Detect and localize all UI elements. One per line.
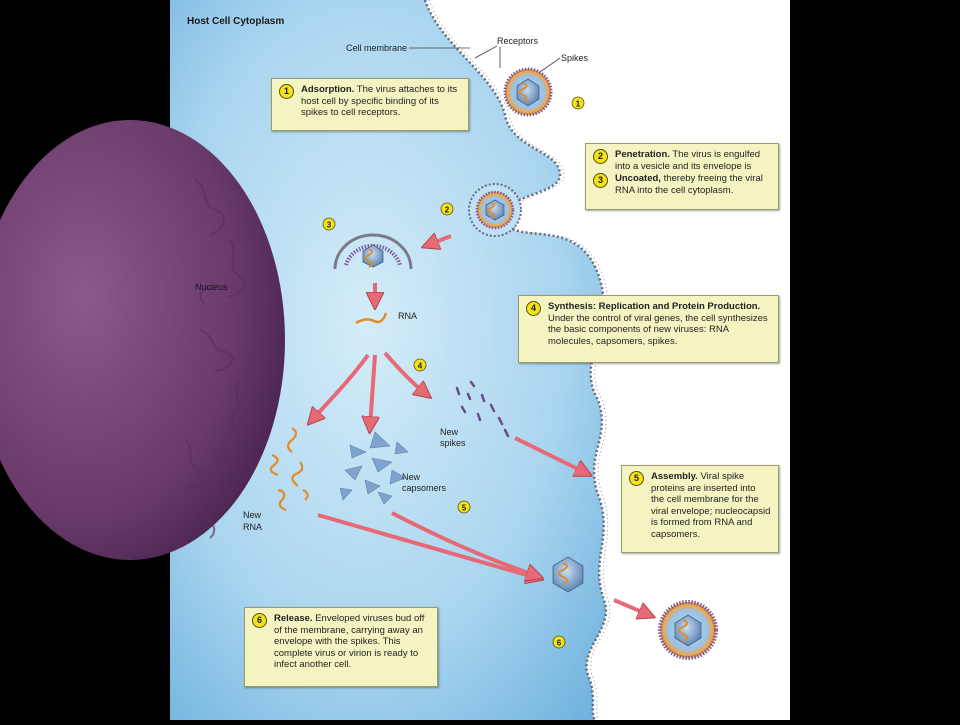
new-spikes xyxy=(455,380,510,438)
marker-1-outside-text: 1 xyxy=(576,100,581,109)
step-assembly-box: 5 Assembly. Viral spike proteins are inse… xyxy=(621,465,779,553)
marker-4-text: 4 xyxy=(418,362,423,371)
step-heading: Uncoated, xyxy=(615,173,661,184)
spikes-label: Spikes xyxy=(561,53,589,63)
nucleocapsid-assembling xyxy=(552,556,584,593)
nucleus-texture xyxy=(184,179,257,539)
arrow-release xyxy=(613,598,649,615)
nucleus xyxy=(0,120,285,560)
step-adsorption-box: 1 Adsorption. The virus attaches to its h… xyxy=(271,78,469,131)
spikes-leader xyxy=(539,57,561,73)
step-release-box: 6 Release. Enveloped viruses bud off of t… xyxy=(244,607,438,687)
marker-5-text: 5 xyxy=(462,504,467,513)
marker-6 xyxy=(552,635,566,649)
step-number: 6 xyxy=(252,613,267,628)
new-spikes-label-line1: New xyxy=(440,427,459,437)
rna-label: RNA xyxy=(398,311,417,321)
step-heading: Adsorption. xyxy=(301,84,355,95)
new-capsomers-label-line2: capsomers xyxy=(402,483,447,493)
virus-penetrating xyxy=(468,183,522,237)
arrow-to-new-capsomers xyxy=(370,354,375,427)
marker-5 xyxy=(457,500,471,514)
arrow-to-new-rna xyxy=(312,353,370,420)
cytoplasm xyxy=(170,0,606,720)
step-heading: Release. xyxy=(274,613,313,624)
step-text: The virus attaches to its host cell by s… xyxy=(301,84,458,118)
arrow-penetration-to-uncoating xyxy=(428,236,452,245)
marker-6-text: 6 xyxy=(557,639,562,648)
marker-3-text: 3 xyxy=(327,221,332,230)
receptors-leader-1 xyxy=(474,45,498,59)
step-synthesis-box: 4 Synthesis: Replication and Protein Prod… xyxy=(518,295,779,363)
virus-adsorbing xyxy=(503,67,553,117)
marker-2-text: 2 xyxy=(445,206,450,215)
new-capsomers xyxy=(339,431,409,505)
virus-uncoating xyxy=(333,233,413,270)
arrow-rna-to-assembly xyxy=(317,513,537,578)
released-virion xyxy=(658,600,718,660)
new-spikes-label-line2: spikes xyxy=(440,438,466,448)
nucleus-label: Nucleus xyxy=(195,282,228,292)
step-number: 5 xyxy=(629,471,644,486)
step-text: Viral spike proteins are inserted into t… xyxy=(651,471,771,540)
arrow-to-new-spikes xyxy=(383,351,426,394)
step-number: 2 xyxy=(593,149,608,164)
step-text: Enveloped viruses bud off of the membran… xyxy=(274,613,425,670)
diagram-title: Host Cell Cytoplasm xyxy=(187,16,284,27)
step-penetration-box: 2 Penetration. The virus is engulfed into… xyxy=(585,143,779,210)
receptors-label: Receptors xyxy=(497,36,539,46)
marker-2 xyxy=(440,202,454,216)
new-capsomers-label-line1: New xyxy=(402,472,421,482)
step-number: 3 xyxy=(593,173,608,188)
step-heading: Assembly. xyxy=(651,471,698,482)
arrow-capsomers-to-assembly xyxy=(391,511,537,576)
new-rna-label-line1: New xyxy=(243,510,262,520)
marker-4 xyxy=(413,358,427,372)
step-text: Under the control of viral genes, the ce… xyxy=(548,312,768,347)
arrow-spikes-to-membrane xyxy=(514,436,586,473)
marker-1-outside xyxy=(571,96,585,110)
step-heading: Synthesis: Replication and Protein Produ… xyxy=(548,301,761,312)
cell-membrane-label: Cell membrane xyxy=(346,43,407,53)
viral-rna xyxy=(355,312,388,325)
step-number: 4 xyxy=(526,301,541,316)
step-text: thereby freeing the viral RNA into the c… xyxy=(615,173,763,196)
step-text: The virus is engulfed into a vesicle and… xyxy=(615,149,761,172)
step-heading: Penetration. xyxy=(615,149,670,160)
marker-3 xyxy=(322,217,336,231)
new-rna-label-line2: RNA xyxy=(243,522,262,532)
new-rna xyxy=(269,427,309,512)
step-number: 1 xyxy=(279,84,294,99)
